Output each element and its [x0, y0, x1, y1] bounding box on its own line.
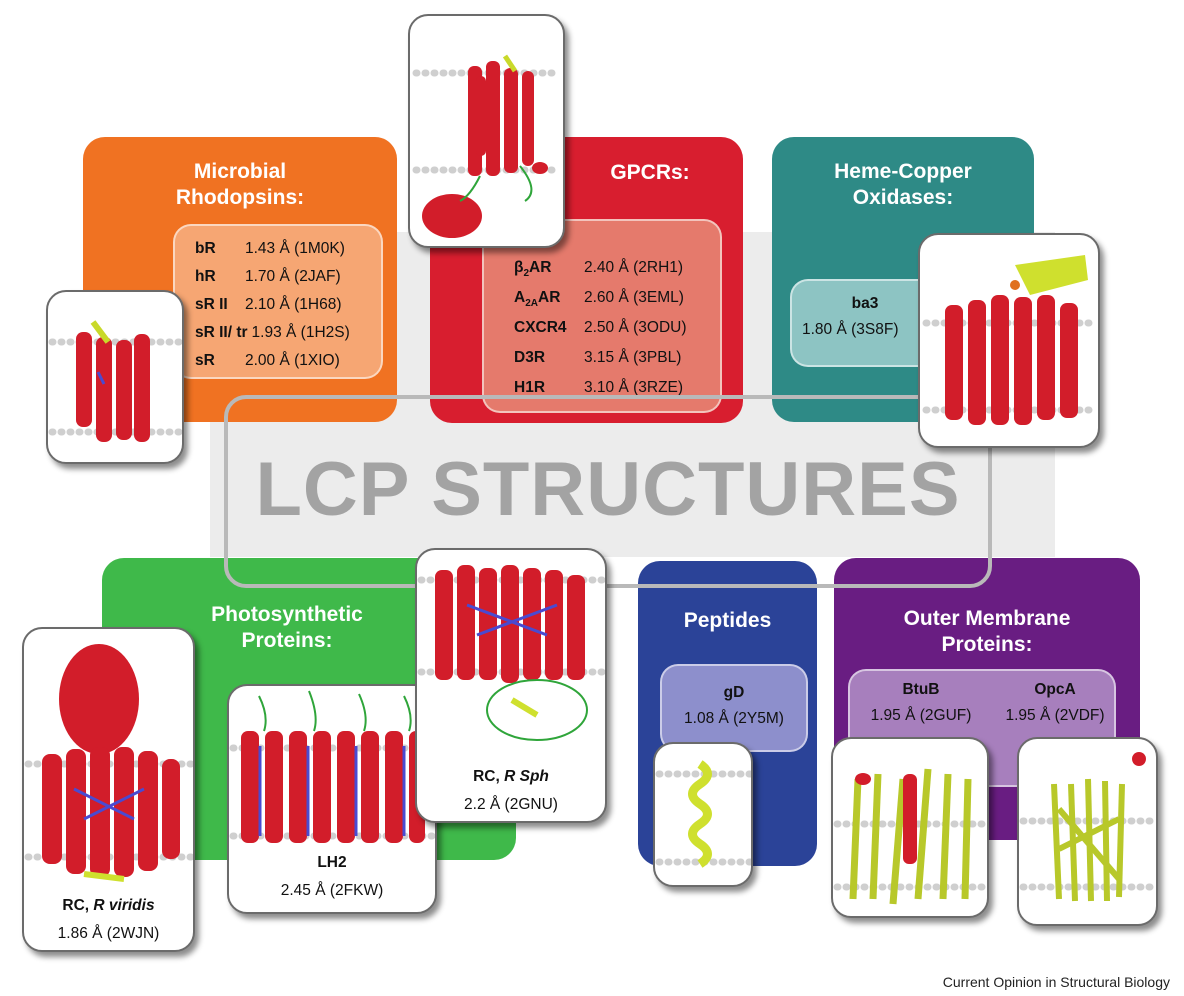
resolution-value: 1.95 Å (2GUF)	[870, 707, 972, 724]
list-item: A2AAR 2.60 Å (3EML)	[514, 289, 684, 309]
journal-credit: Current Opinion in Structural Biology	[942, 974, 1170, 990]
resolution-value: 2.50 Å (3ODU)	[584, 319, 687, 336]
list-item: BtuB 1.95 Å (2GUF)	[858, 681, 984, 725]
protein-name: β	[514, 259, 524, 276]
title-line: Proteins:	[241, 629, 333, 652]
protein-name: A	[514, 289, 526, 306]
organism-name: R Sph	[504, 768, 549, 785]
protein-name: BtuB	[902, 681, 940, 698]
protein-structure-icon	[412, 54, 563, 238]
category-title: Microbial Rhodopsins:	[83, 159, 397, 211]
protein-structure-icon	[24, 644, 193, 882]
structure-card-ba3	[918, 233, 1100, 448]
category-microbial-rhodopsins: Microbial Rhodopsins: bR 1.43 Å (1M0K) hR…	[83, 137, 397, 422]
title-line: Photosynthetic	[211, 603, 363, 626]
protein-name: gD	[723, 684, 745, 701]
protein-name-prefix: RC,	[62, 897, 94, 914]
list-item: OpcA 1.95 Å (2VDF)	[992, 681, 1118, 725]
resolution-value: 3.15 Å (3PBL)	[584, 349, 682, 366]
protein-name: D3R	[514, 349, 546, 366]
protein-structure-icon	[655, 760, 751, 868]
resolution-value: 1.08 Å (2Y5M)	[684, 710, 784, 727]
resolution-value: 2.45 Å (2FKW)	[280, 882, 384, 899]
protein-name: AR	[538, 289, 561, 306]
diagram-title: LCP STRUCTURES	[255, 447, 961, 532]
protein-name: bR	[195, 240, 216, 257]
protein-name: ba3	[851, 295, 879, 312]
lcp-frame	[224, 395, 992, 588]
category-title: Peptides	[683, 609, 772, 632]
list-item: D3R 3.15 Å (3PBL)	[514, 349, 681, 367]
structure-card-lh2: LH2 2.45 Å (2FKW)	[227, 684, 437, 914]
list-item: β2AR 2.40 Å (2RH1)	[514, 259, 683, 279]
title-line: Outer Membrane	[903, 607, 1071, 630]
resolution-value: 1.43 Å (1M0K)	[245, 240, 345, 257]
title-line: Proteins:	[941, 633, 1033, 656]
resolution-value: 2.10 Å (1H68)	[245, 296, 342, 313]
list-item: CXCR4 2.50 Å (3ODU)	[514, 319, 687, 337]
resolution-list: ba3 1.80 Å (3S8F)	[790, 279, 940, 367]
structure-card-btub	[831, 737, 989, 918]
protein-name-prefix: RC,	[473, 768, 505, 785]
structure-card-opca	[1017, 737, 1158, 926]
protein-name: LH2	[317, 854, 347, 871]
title-line: Heme-Copper	[834, 160, 972, 183]
list-item: bR 1.43 Å (1M0K)	[195, 240, 345, 258]
category-title: Photosynthetic Proteins:	[172, 602, 402, 654]
title-line: Rhodopsins:	[175, 186, 305, 209]
protein-name: sR	[195, 352, 215, 369]
structure-card-rc-r-sph: RC, R Sph 2.2 Å (2GNU)	[415, 548, 607, 823]
protein-name: hR	[195, 268, 216, 285]
protein-name-subscript: 2A	[525, 298, 538, 310]
protein-name: H1R	[514, 379, 546, 396]
resolution-list: gD 1.08 Å (2Y5M)	[660, 664, 808, 752]
resolution-value: 2.40 Å (2RH1)	[584, 259, 684, 276]
protein-name: AR	[529, 259, 552, 276]
structure-card-gpcr	[408, 14, 565, 248]
structure-card-rc-r-viridis: RC, R viridis 1.86 Å (2WJN)	[22, 627, 195, 952]
protein-name: RC, R viridis	[24, 897, 193, 915]
protein-name: RC, R Sph	[417, 768, 605, 786]
protein-structure-icon	[229, 690, 435, 843]
resolution-value: 2.60 Å (3EML)	[584, 289, 684, 306]
protein-structure-icon	[417, 565, 605, 741]
resolution-list: bR 1.43 Å (1M0K) hR 1.70 Å (2JAF) sR II 2.1…	[173, 224, 383, 379]
protein-structure-icon	[1019, 752, 1156, 902]
resolution-value: 1.95 Å (2VDF)	[1005, 707, 1105, 724]
protein-name: sR II/ tr	[195, 324, 248, 341]
title-line: Oxidases:	[852, 186, 954, 209]
title-line: Microbial	[193, 160, 287, 183]
resolution-value: 1.93 Å (1H2S)	[251, 324, 350, 341]
organism-name: R viridis	[93, 897, 155, 914]
protein-name-subscript: 2	[523, 268, 530, 280]
category-title: Outer Membrane Proteins:	[834, 606, 1140, 658]
structure-card-gd	[653, 742, 753, 887]
resolution-value: 2.2 Å (2GNU)	[464, 796, 558, 813]
resolution-value: 1.70 Å (2JAF)	[245, 268, 341, 285]
resolution-value: 1.80 Å (3S8F)	[802, 321, 899, 338]
category-title: Heme-Copper Oxidases:	[772, 159, 1034, 211]
protein-name: OpcA	[1034, 681, 1076, 698]
resolution-value: 1.86 Å (2WJN)	[57, 925, 160, 942]
protein-structure-icon	[48, 320, 182, 442]
protein-structure-icon	[922, 255, 1098, 425]
protein-name: CXCR4	[514, 319, 567, 336]
list-item: sR II 2.10 Å (1H68)	[195, 296, 342, 314]
protein-structure-icon	[833, 768, 987, 905]
structure-card-bacteriorhodopsin	[46, 290, 184, 464]
list-item: sR 2.00 Å (1XIO)	[195, 352, 340, 370]
category-title: GPCRs:	[610, 161, 690, 184]
protein-name: sR II	[195, 296, 228, 313]
list-item: hR 1.70 Å (2JAF)	[195, 268, 341, 286]
resolution-value: 2.00 Å (1XIO)	[245, 352, 340, 369]
resolution-value: 3.10 Å (3RZE)	[584, 379, 684, 396]
list-item: H1R 3.10 Å (3RZE)	[514, 379, 683, 397]
